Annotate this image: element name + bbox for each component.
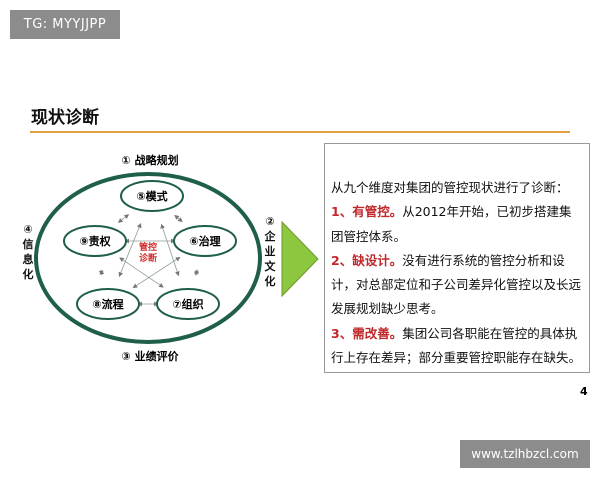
link-arrow: [193, 269, 200, 276]
label-culture: ② 企业文化: [264, 215, 276, 288]
point-2: 2、缺设计。没有进行系统的管控分析和设计，对总部定位和子公司差异化管控以及长远发…: [331, 252, 582, 317]
node-mode: ⑤模式: [136, 189, 167, 203]
node-organization-shape: [156, 288, 220, 320]
title-divider: [30, 131, 570, 133]
label-strategy: ① 战略规划: [121, 153, 178, 167]
link-arrow: [98, 269, 105, 276]
node-responsibility-shape: [63, 225, 127, 257]
link-arrow: [117, 214, 130, 223]
page-title: 现状诊断: [31, 108, 99, 128]
page-number: 4: [580, 385, 588, 398]
node-process-shape: [76, 288, 140, 320]
node-organization: ⑦组织: [172, 297, 203, 311]
label-information: ④ 信息化: [22, 223, 34, 281]
diagnosis-diagram: ⑤模式 ⑥治理 ⑦组织 ⑧流程 ⑨责权 管控 诊断 ① 战略规划 ③ 业绩评价: [34, 153, 319, 363]
link-arrow: [119, 257, 164, 288]
center-label-2: 诊断: [139, 252, 157, 264]
watermark-url: www.tzlhbzcl.com: [460, 440, 590, 468]
node-mode-shape: [120, 180, 184, 212]
node-governance: ⑥治理: [189, 234, 220, 248]
link-arrow: [174, 214, 183, 223]
center-label-1: 管控: [139, 241, 157, 253]
node-process: ⑧流程: [92, 297, 123, 311]
diagnosis-textbox: 从九个维度对集团的管控现状进行了诊断： 1、有管控。从2012年开始，已初步搭建…: [324, 143, 590, 373]
node-responsibility: ⑨责权: [79, 234, 111, 248]
link-arrow: [118, 223, 142, 277]
point-3: 3、需改善。集团公司各职能在管控的具体执行上存在差异；部分重要管控职能存在缺失。: [331, 325, 582, 366]
node-governance-shape: [173, 225, 237, 257]
watermark-tag: TG: MYYJJPP: [10, 10, 120, 39]
arrow-right-icon: [281, 220, 319, 298]
intro-text: 从九个维度对集团的管控现状进行了诊断：: [331, 180, 569, 195]
point-1: 1、有管控。从2012年开始，已初步搭建集团管控体系。: [331, 204, 572, 244]
label-performance: ③ 业绩评价: [121, 349, 179, 363]
outer-ring: [34, 172, 262, 344]
